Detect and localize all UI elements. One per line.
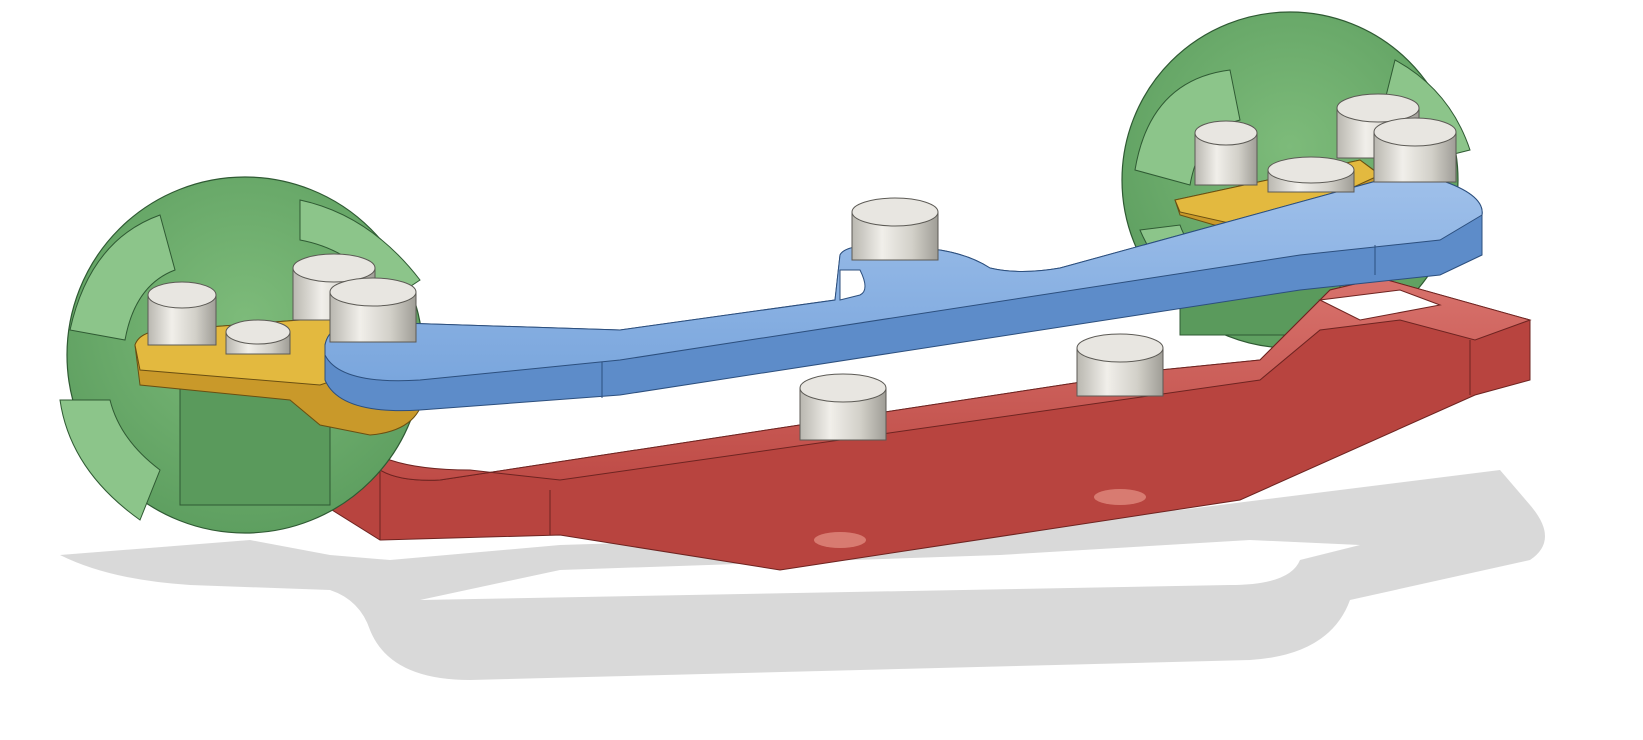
pin-center-top [851,197,939,261]
ground-shadow [60,470,1545,680]
pin-right-2 [1267,156,1355,193]
blue-link[interactable] [324,177,1483,412]
pin-center-low [799,373,887,441]
pin-left-4 [329,277,417,343]
pin-right-1 [1194,120,1258,186]
pin-left-2 [225,319,291,355]
pin-left-1 [147,281,217,346]
pin-right-4 [1373,117,1457,183]
pin-right-low [1076,333,1164,397]
